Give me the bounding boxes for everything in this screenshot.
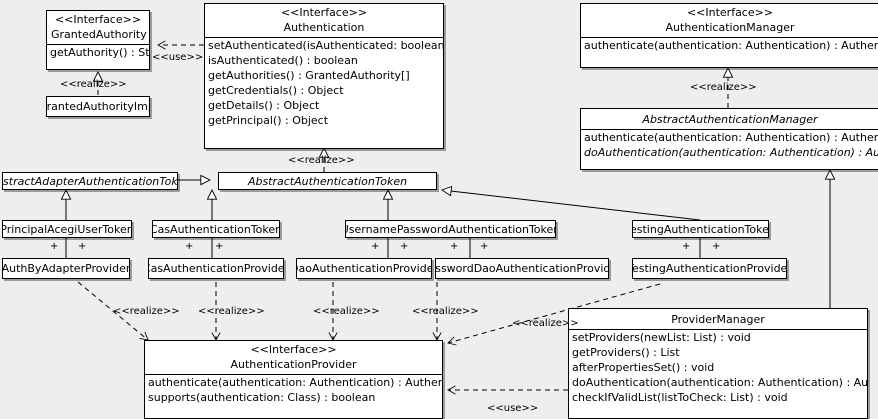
class-cas-authentication-provider[interactable]: CasAuthenticationProvider (148, 258, 284, 279)
compartment-divider (145, 374, 442, 375)
class-auth-by-adapter-provider[interactable]: AuthByAdapterProvider (2, 258, 130, 279)
class-password-dao-authentication-provider[interactable]: PasswordDaoAuthenticationProvider (435, 258, 609, 279)
stereotype-label: <<Interface>> (54, 13, 142, 26)
operation-item: doAuthentication(authentication: Authent… (584, 146, 878, 159)
compartment-divider (205, 37, 443, 38)
class-name: CasAuthenticationToken (152, 222, 280, 236)
class-abstract-authentication-token[interactable]: AbstractAuthenticationToken (218, 172, 437, 190)
compartment-divider (581, 37, 878, 38)
operations-compartment: setProviders(newList: List) : void getPr… (569, 330, 867, 405)
class-name: CasAuthenticationProvider (148, 262, 284, 275)
compartment-divider (569, 329, 867, 330)
class-header: <<Interface>> AuthenticationProvider (145, 341, 442, 374)
class-name: AuthenticationProvider (230, 358, 357, 371)
class-header: ProviderManager (569, 309, 867, 329)
class-provider-manager[interactable]: ProviderManager setProviders(newList: Li… (568, 308, 868, 419)
operation-item: setProviders(newList: List) : void (572, 331, 751, 344)
operation-item: getCredentials() : Object (208, 84, 344, 97)
operations-compartment: setAuthenticated(isAuthenticated: boolea… (205, 38, 443, 128)
class-testing-authentication-token[interactable]: TestingAuthenticationToken (632, 220, 769, 238)
association-end-plus: + (371, 241, 380, 252)
operation-item: authenticate(authentication: Authenticat… (584, 131, 878, 144)
class-cas-authentication-token[interactable]: CasAuthenticationToken (152, 220, 280, 238)
operation-item: isAuthenticated() : boolean (208, 54, 358, 67)
stereotype-label: <<Interface>> (280, 6, 368, 19)
class-abstract-adapter-authentication-token[interactable]: AbstractAdapterAuthenticationToken (2, 172, 178, 190)
edge-label-realize-abstract-authentication-token: <<realize>> (288, 155, 355, 166)
operation-item: getAuthorities() : GrantedAuthority[] (208, 69, 410, 82)
edge-label-realize-password-dao: <<realize>> (412, 306, 479, 317)
association-end-plus: + (50, 241, 59, 252)
class-dao-authentication-provider[interactable]: DaoAuthenticationProvider (296, 258, 432, 279)
class-name: AuthByAdapterProvider (2, 262, 130, 275)
compartment-divider (581, 129, 878, 130)
operations-compartment: getAuthority() : String (47, 45, 149, 60)
operations-compartment: authenticate(authentication: Authenticat… (581, 130, 878, 160)
edge-label-use-granted-authority: <<use>> (152, 52, 204, 63)
operation-item: getProviders() : List (572, 346, 680, 359)
edge-label-realize-auth-by-adapter: <<realize>> (113, 306, 180, 317)
class-name: AuthenticationManager (665, 21, 795, 34)
class-authentication[interactable]: <<Interface>> Authentication setAuthenti… (204, 3, 444, 149)
stereotype-label: <<Interface>> (686, 6, 774, 19)
association-end-plus: + (400, 241, 409, 252)
class-name: AbstractAuthenticationToken (247, 174, 408, 188)
association-end-plus: + (480, 241, 489, 252)
class-granted-authority-impl[interactable]: GrantedAuthorityImpl (46, 96, 150, 117)
class-name: PasswordDaoAuthenticationProvider (435, 262, 608, 275)
edge-label-realize-testing-provider: <<realize>> (512, 318, 579, 329)
edge-label-realize-dao: <<realize>> (313, 306, 380, 317)
class-header: <<Interface>> AuthenticationManager (581, 4, 878, 37)
class-testing-authentication-provider[interactable]: TestingAuthenticationProvider (632, 258, 787, 279)
operation-item: setAuthenticated(isAuthenticated: boolea… (208, 39, 444, 52)
class-username-password-authentication-token[interactable]: UsernamePasswordAuthenticationToken (345, 220, 556, 238)
operation-item: getDetails() : Object (208, 99, 320, 112)
class-principal-acegi-user-token[interactable]: PrincipalAcegiUserToken (2, 220, 132, 238)
association-end-plus: + (712, 241, 721, 252)
operation-item: afterPropertiesSet() : void (572, 361, 715, 374)
class-header: <<Interface>> Authentication (205, 4, 443, 37)
class-name: AbstractAuthenticationManager (642, 113, 818, 126)
class-name: TestingAuthenticationToken (632, 222, 769, 236)
class-granted-authority[interactable]: <<Interface>> GrantedAuthority getAuthor… (46, 10, 150, 70)
edge-label-realize-granted-authority-impl: <<realize>> (60, 79, 127, 90)
class-name: Authentication (283, 21, 365, 34)
edge-label-realize-abstract-authentication-manager: <<realize>> (690, 82, 757, 93)
edge-label-use-provider-manager: <<use>> (487, 403, 539, 414)
class-name: GrantedAuthority (51, 28, 147, 41)
class-authentication-provider[interactable]: <<Interface>> AuthenticationProvider aut… (144, 340, 443, 419)
association-end-plus: + (78, 241, 87, 252)
operation-item: getAuthority() : String (50, 46, 150, 59)
association-end-plus: + (215, 241, 224, 252)
class-authentication-manager[interactable]: <<Interface>> AuthenticationManager auth… (580, 3, 878, 68)
stereotype-label: <<Interface>> (250, 343, 337, 356)
operation-item: supports(authentication: Class) : boolea… (148, 391, 376, 404)
operation-item: authenticate(authentication: Authenticat… (584, 39, 878, 52)
class-name: UsernamePasswordAuthenticationToken (345, 222, 556, 236)
compartment-divider (47, 44, 149, 45)
association-end-plus: + (682, 241, 691, 252)
class-header: <<Interface>> GrantedAuthority (47, 11, 149, 44)
operations-compartment: authenticate(authentication: Authenticat… (145, 375, 442, 405)
class-header: AbstractAuthenticationManager (581, 109, 878, 129)
edge-label-realize-cas: <<realize>> (198, 306, 265, 317)
operations-compartment: authenticate(authentication: Authenticat… (581, 38, 878, 53)
association-end-plus: + (185, 241, 194, 252)
class-name: DaoAuthenticationProvider (296, 262, 432, 275)
class-name: PrincipalAcegiUserToken (2, 222, 132, 236)
class-name: TestingAuthenticationProvider (632, 262, 787, 275)
association-end-plus: + (450, 241, 459, 252)
operation-item: getPrincipal() : Object (208, 114, 329, 127)
operation-item: authenticate(authentication: Authenticat… (148, 376, 442, 389)
operation-item: doAuthentication(authentication: Authent… (572, 376, 868, 389)
operation-item: checkIfValidList(listToCheck: List) : vo… (572, 391, 788, 404)
class-abstract-authentication-manager[interactable]: AbstractAuthenticationManager authentica… (580, 108, 878, 170)
class-name: ProviderManager (671, 313, 765, 326)
class-name: GrantedAuthorityImpl (46, 100, 149, 113)
class-name: AbstractAdapterAuthenticationToken (3, 174, 178, 188)
